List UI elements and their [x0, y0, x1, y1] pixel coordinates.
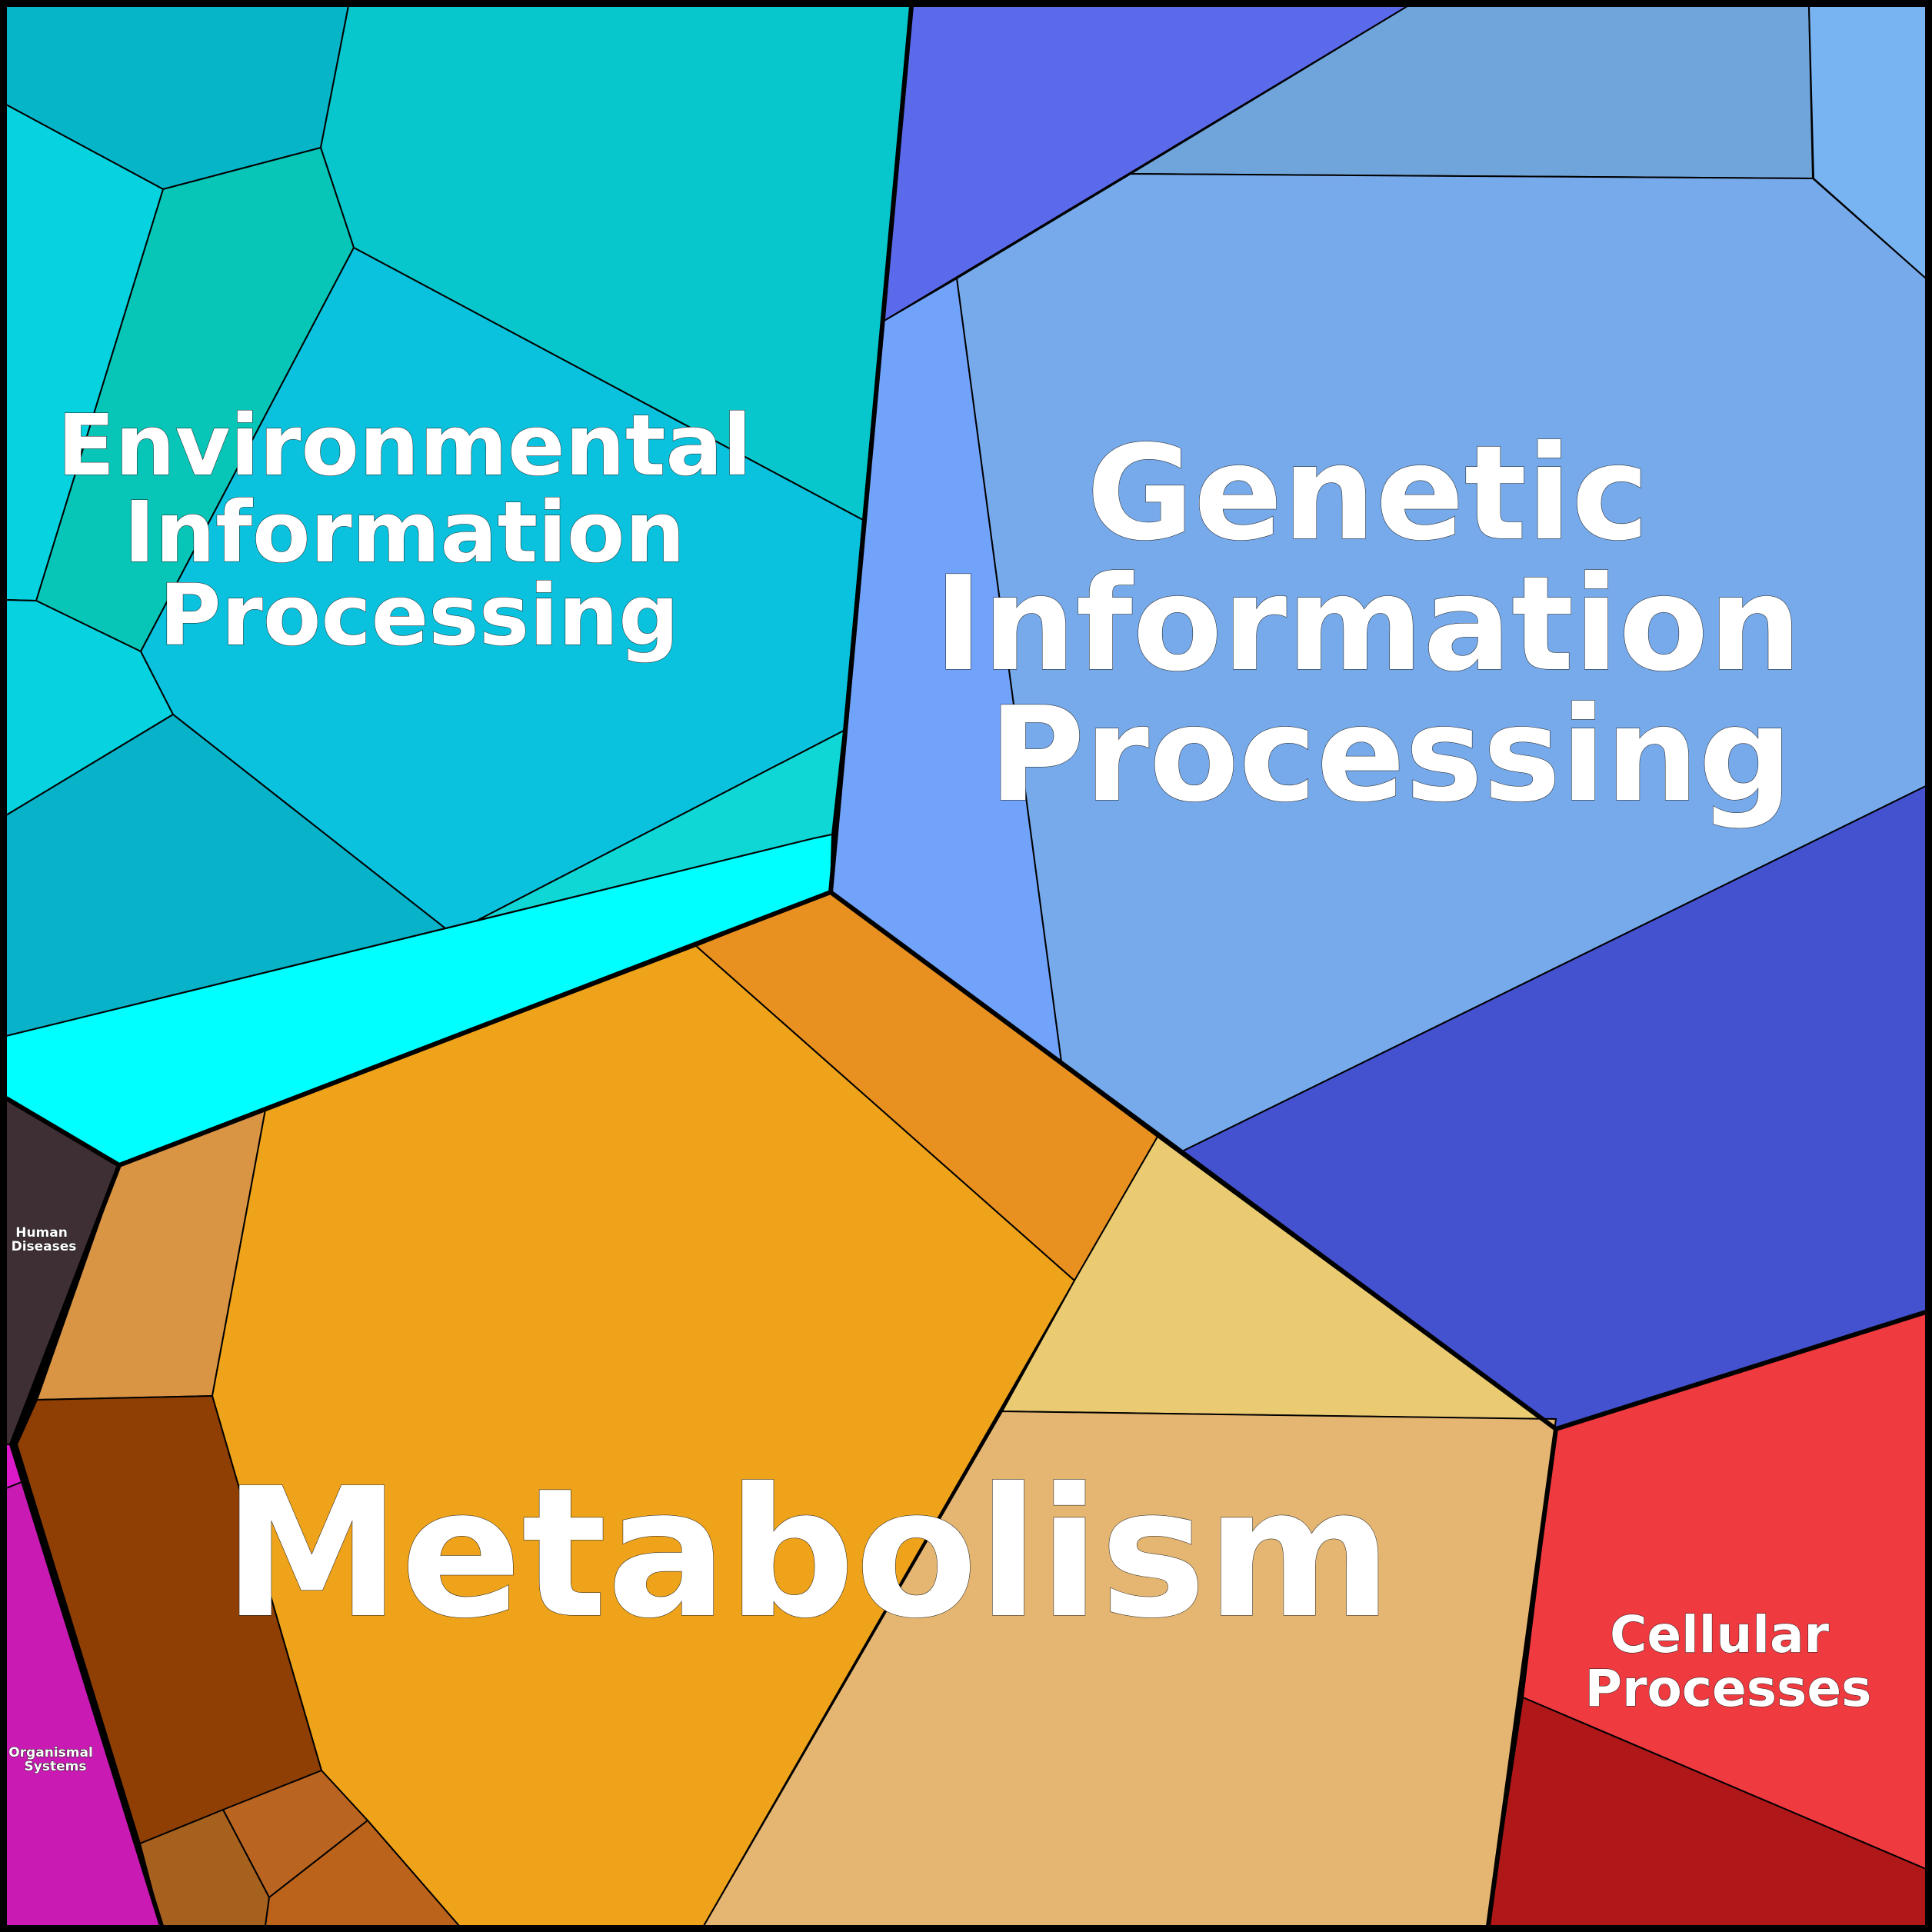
region-metabolism [15, 891, 1557, 1927]
label-environmental-line-3: Processing [159, 566, 679, 665]
label-organismal-systems-line-1: Organismal [8, 1745, 93, 1760]
label-genetic: Genetic Information Processing [934, 418, 1847, 831]
label-human-diseases-line-1: Human [15, 1225, 68, 1241]
label-organismal-systems-line-2: Systems [25, 1759, 87, 1774]
label-genetic-line-1: Genetic [1087, 418, 1649, 570]
labels: Environmental Information Processing Gen… [8, 396, 1872, 1775]
label-metabolism: Metabolism [223, 1450, 1392, 1657]
label-cellular-processes-line-1: Cellular [1610, 1605, 1830, 1664]
label-genetic-line-3: Processing [989, 679, 1793, 831]
label-environmental-line-1: Environmental [57, 396, 751, 495]
label-environmental-line-2: Information [124, 483, 685, 581]
label-human-diseases-line-2: Diseases [12, 1239, 77, 1254]
label-human-diseases: Human Diseases [12, 1225, 77, 1254]
region-genetic-information-processing [829, 5, 1927, 1431]
label-organismal-systems: Organismal Systems [8, 1745, 97, 1774]
label-cellular-processes: Cellular Processes [1585, 1605, 1872, 1718]
label-cellular-processes-line-2: Processes [1585, 1659, 1872, 1718]
label-genetic-line-2: Information [934, 548, 1801, 701]
region-cellular-processes [1487, 1311, 1927, 1927]
label-environmental: Environmental Information Processing [57, 396, 781, 665]
